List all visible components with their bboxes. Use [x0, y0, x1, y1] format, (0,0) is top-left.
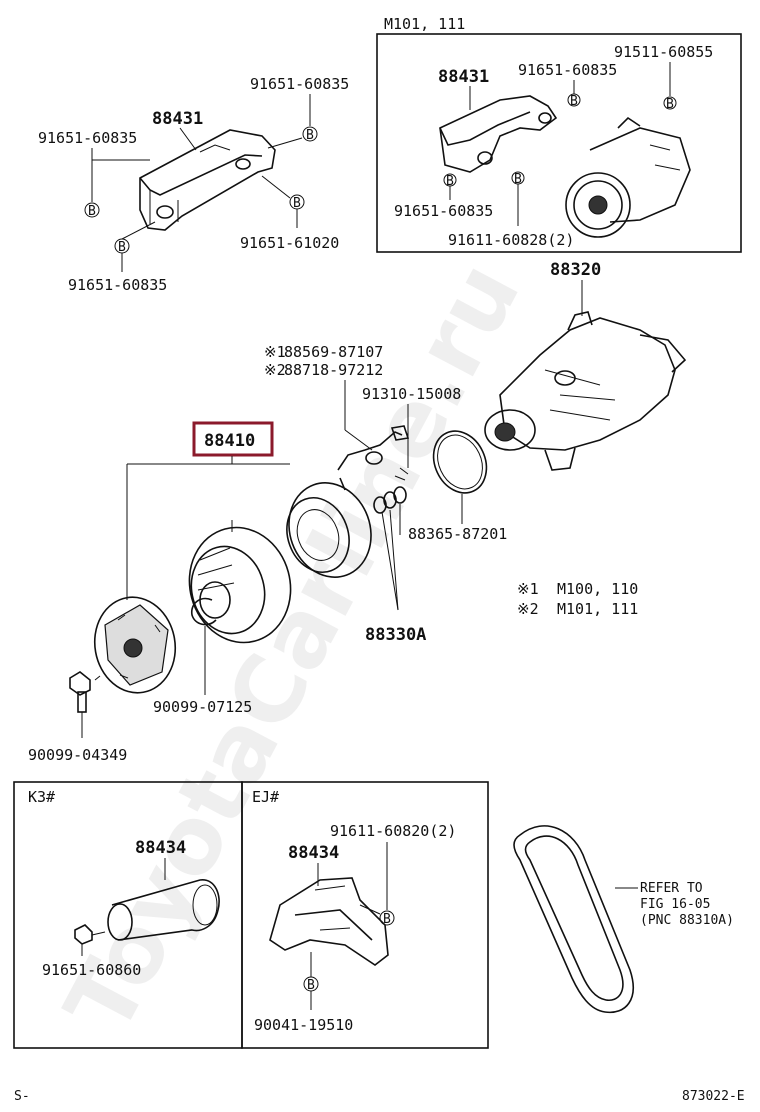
inset-ej-box: [241, 781, 489, 1049]
label-91651-60835-c: 91651-60835: [68, 276, 167, 294]
compressor-drawing: [484, 311, 687, 471]
svg-text:B: B: [118, 240, 126, 255]
inset-m101-box: [376, 33, 742, 253]
label-91310-15008: 91310-15008: [362, 385, 461, 403]
belt-ref-line-2: FIG 16-05: [640, 897, 710, 912]
inset-compressor-drawing: [565, 116, 691, 238]
inset-label-91511-60855: 91511-60855: [614, 43, 713, 61]
label-90099-07125: 90099-07125: [153, 698, 252, 716]
inset-label-91651-60835-a: 91651-60835: [518, 61, 617, 79]
inset-k3-title: K3#: [28, 788, 55, 806]
harness-drawing: [337, 425, 410, 491]
inset-k3-label-91651-60860: 91651-60860: [42, 961, 141, 979]
svg-text:B: B: [570, 94, 578, 109]
note-mark-1: ※1: [517, 580, 539, 598]
bolt-marker-icon: B: [289, 194, 305, 211]
label-88365-87201: 88365-87201: [408, 525, 507, 543]
spacer-drawing: [107, 879, 220, 941]
shim-stack-drawing: [373, 486, 407, 514]
bolt-marker-icon: B: [114, 238, 130, 255]
highlight-box-88410: [192, 421, 274, 457]
svg-text:B: B: [307, 978, 315, 993]
inset-m101-title: M101, 111: [384, 15, 465, 33]
note-mark-2: ※2: [517, 600, 539, 618]
svg-text:B: B: [293, 196, 301, 211]
svg-text:B: B: [383, 912, 391, 927]
note-1: M100, 110: [557, 580, 638, 598]
footer-left: S-: [14, 1089, 30, 1104]
mark-2: ※2: [264, 361, 286, 379]
svg-text:B: B: [306, 128, 314, 143]
o-ring-drawing: [432, 430, 488, 494]
svg-text:B: B: [666, 97, 674, 112]
inset-k3-label-88434: 88434: [135, 838, 186, 858]
belt-ref-line-3: (PNC 88310A): [640, 913, 734, 928]
bolt-marker-icon: B: [567, 93, 581, 109]
label-88569-87107: 88569-87107: [284, 343, 383, 361]
label-91651-60835-b: 91651-60835: [38, 129, 137, 147]
inset-ej-label-91611-60820: 91611-60820(2): [330, 822, 456, 840]
belt-ref-line-1: REFER TO: [640, 881, 703, 896]
bolt-drawing: [69, 671, 101, 713]
svg-text:B: B: [446, 174, 454, 189]
ej-bracket-drawing: [269, 877, 389, 966]
mark-1: ※1: [264, 343, 286, 361]
footer-right: 873022-E: [682, 1089, 745, 1104]
svg-text:B: B: [88, 204, 96, 219]
bolt-marker-icon: B: [302, 126, 318, 143]
bolt-marker-icon: B: [303, 976, 319, 993]
label-88320: 88320: [550, 260, 601, 280]
drive-belt-drawing: [513, 825, 634, 1014]
label-90099-04349: 90099-04349: [28, 746, 127, 764]
bolt-marker-icon: B: [663, 96, 677, 112]
inset-ej-label-88434: 88434: [288, 843, 339, 863]
svg-text:B: B: [514, 172, 522, 187]
field-coil-drawing: [286, 482, 372, 578]
bracket-88431-drawing: [139, 129, 276, 231]
snap-ring-drawing: [190, 597, 217, 626]
inset-label-91651-60835-b: 91651-60835: [394, 202, 493, 220]
label-88431: 88431: [152, 109, 203, 129]
label-88718-97212: 88718-97212: [284, 361, 383, 379]
inset-bracket-drawing: [439, 95, 558, 173]
bolt-marker-icon: B: [84, 202, 100, 219]
bolt-drawing: [74, 924, 106, 945]
label-88330A: 88330A: [365, 625, 426, 645]
label-91651-61020: 91651-61020: [240, 234, 339, 252]
note-2: M101, 111: [557, 600, 638, 618]
inset-ej-label-90041-19510: 90041-19510: [254, 1016, 353, 1034]
label-88410: 88410: [204, 431, 255, 451]
inset-label-91611-60828: 91611-60828(2): [448, 231, 574, 249]
inset-label-88431: 88431: [438, 67, 489, 87]
bolt-marker-icon: B: [379, 910, 395, 927]
inset-ej-title: EJ#: [252, 788, 279, 806]
pressure-plate-drawing: [93, 596, 177, 694]
label-91651-60835-a: 91651-60835: [250, 75, 349, 93]
